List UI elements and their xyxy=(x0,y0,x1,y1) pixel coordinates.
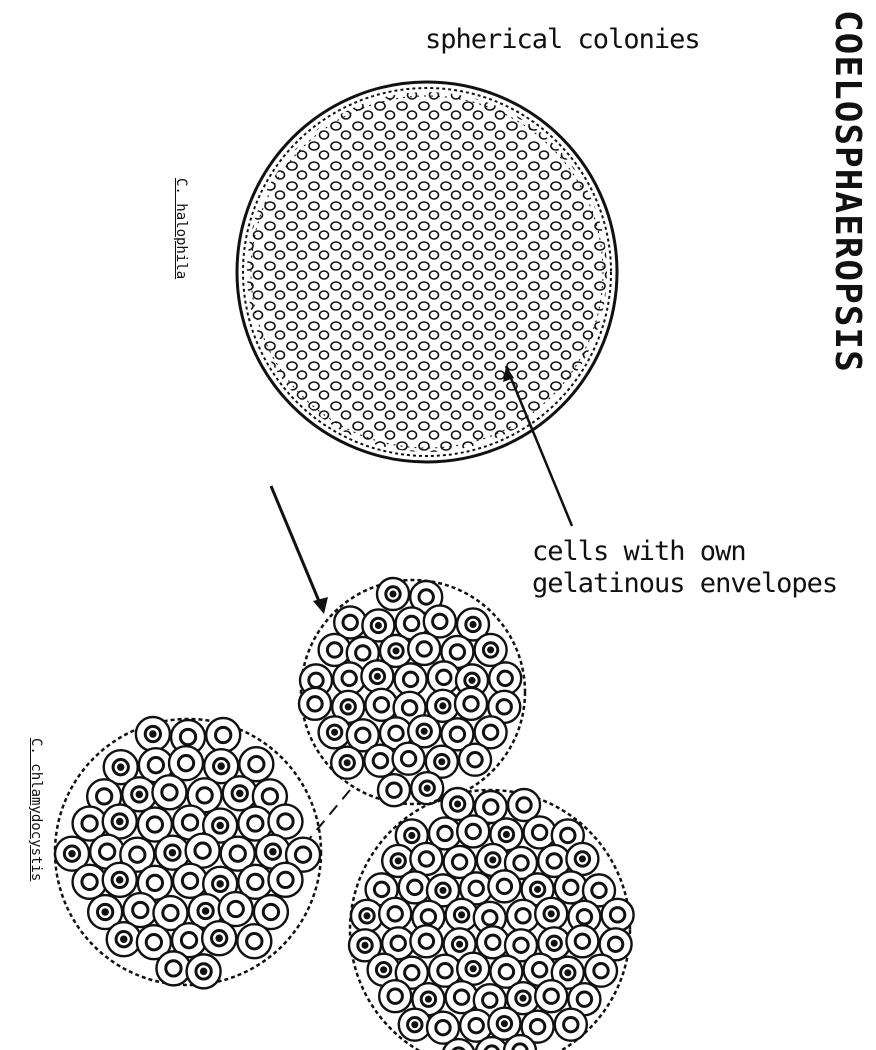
enveloped-cell xyxy=(489,662,521,694)
enveloped-cell xyxy=(136,717,170,751)
enveloped-cell xyxy=(455,688,487,720)
enveloped-cell xyxy=(223,776,257,810)
colony-arrow-head xyxy=(313,597,328,614)
enveloped-cell xyxy=(408,633,440,665)
small-colony-top xyxy=(299,578,525,806)
enveloped-cell xyxy=(555,1009,587,1041)
cells-envelope-label: cells with own gelatinous envelopes xyxy=(532,536,837,600)
spherical-colonies-label: spherical colonies xyxy=(425,24,700,55)
enveloped-cell xyxy=(555,871,587,903)
enveloped-cell xyxy=(457,953,489,985)
small-colony-right xyxy=(349,788,634,1050)
enveloped-cell xyxy=(152,775,186,809)
enveloped-cell xyxy=(103,805,137,839)
species-label-chlamydocystis: C. chlamydocystis xyxy=(28,738,44,881)
enveloped-cell xyxy=(379,980,411,1012)
enveloped-cell xyxy=(399,871,431,903)
enveloped-cell xyxy=(319,716,351,748)
enveloped-cell xyxy=(411,772,443,804)
enveloped-cell xyxy=(379,898,411,930)
enveloped-cell xyxy=(566,925,598,957)
enveloped-cell xyxy=(477,926,509,958)
enveloped-cell xyxy=(399,1009,431,1041)
enveloped-cell xyxy=(237,924,271,958)
enveloped-cell xyxy=(524,816,556,848)
cells-label-line-1: cells with own xyxy=(532,536,837,568)
enveloped-cell xyxy=(331,747,363,779)
enveloped-cell xyxy=(187,954,221,988)
enveloped-cell xyxy=(585,955,617,987)
enveloped-cell xyxy=(156,951,190,985)
enveloped-cell xyxy=(107,922,141,956)
colony-cell-fill xyxy=(247,92,607,452)
genus-title: COELOSPHAEROPSIS xyxy=(827,10,868,373)
enveloped-cell xyxy=(488,870,520,902)
enveloped-cell xyxy=(602,899,634,931)
enveloped-cell xyxy=(365,689,397,721)
enveloped-cell xyxy=(410,925,442,957)
enveloped-cell xyxy=(446,899,478,931)
species-label-halophila: C. halophila xyxy=(173,178,189,279)
enveloped-cell xyxy=(268,805,302,839)
cells-label-line-2: gelatinous envelopes xyxy=(532,568,837,600)
enveloped-cell xyxy=(103,863,137,897)
enveloped-cell xyxy=(395,663,427,695)
enveloped-cell xyxy=(459,744,491,776)
enveloped-cell xyxy=(299,688,331,720)
enveloped-cell xyxy=(377,578,409,610)
enveloped-cell xyxy=(202,921,236,955)
enveloped-cell xyxy=(186,834,220,868)
enveloped-cell xyxy=(410,843,442,875)
enveloped-cell xyxy=(319,634,351,666)
enveloped-cell xyxy=(475,634,507,666)
enveloped-cell xyxy=(73,865,107,899)
large-spherical-colony xyxy=(237,82,617,462)
enveloped-cell xyxy=(566,843,598,875)
small-colony-left xyxy=(55,717,321,988)
enveloped-cell xyxy=(428,661,460,693)
enveloped-cell xyxy=(446,981,478,1013)
enveloped-cell xyxy=(361,660,393,692)
enveloped-cell xyxy=(268,863,302,897)
enveloped-cell xyxy=(173,864,207,898)
enveloped-cell xyxy=(206,718,240,752)
enveloped-cell xyxy=(535,898,567,930)
enveloped-cell xyxy=(457,815,489,847)
enveloped-cell xyxy=(535,980,567,1012)
colony-arrow-line xyxy=(271,486,321,606)
enveloped-cell xyxy=(393,743,425,775)
enveloped-cell xyxy=(378,774,410,806)
